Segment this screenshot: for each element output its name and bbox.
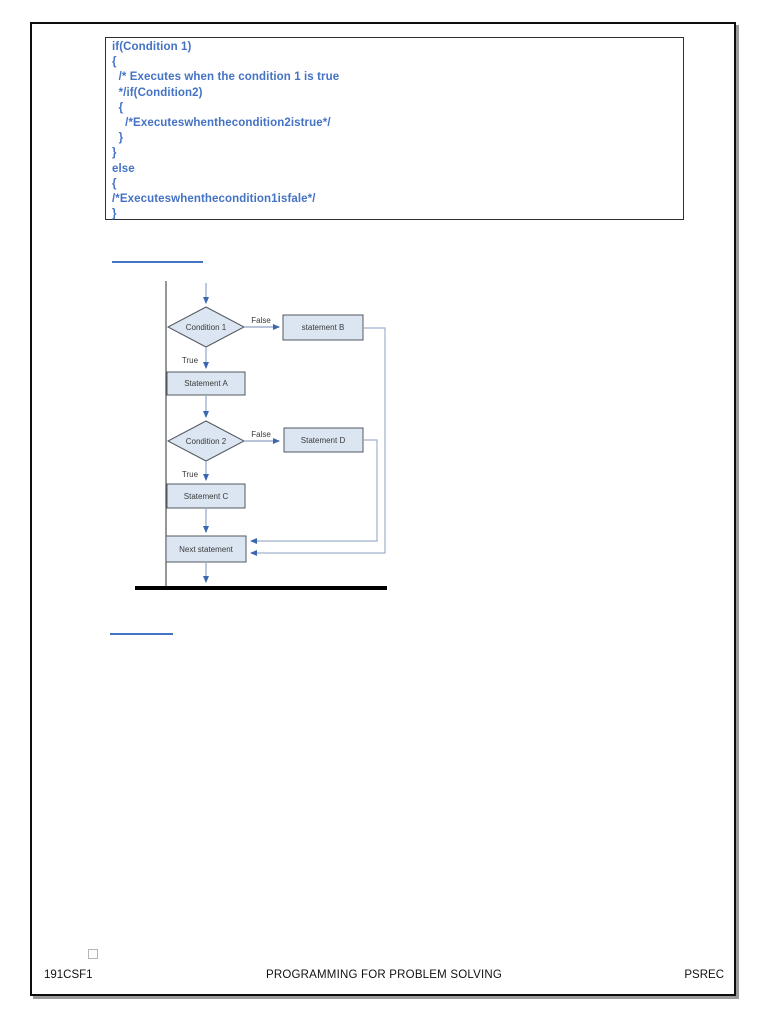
hyperlink-underline-top[interactable] — [112, 261, 203, 263]
condition1-label: Condition 1 — [186, 323, 227, 332]
true2-label: True — [182, 470, 199, 479]
statement-d-label: Statement D — [301, 436, 346, 445]
footer-course-title: PROGRAMMING FOR PROBLEM SOLVING — [265, 969, 502, 981]
hyperlink-underline-bottom[interactable] — [110, 633, 173, 635]
next-statement-label: Next statement — [179, 545, 234, 554]
page-border — [30, 22, 736, 996]
next-statement-box — [165, 535, 247, 563]
statement-d-merge-connector — [250, 439, 378, 544]
nested-if-flowchart: Condition 1 False statement B True State… — [135, 281, 387, 590]
statement-b-label: statement B — [302, 323, 345, 332]
empty-checkbox-icon — [88, 949, 98, 959]
true1-label: True — [182, 356, 199, 365]
condition2-label: Condition 2 — [186, 437, 227, 446]
footer-institution: PSREC — [684, 969, 724, 981]
code-block-text: if(Condition 1) { /* Executes when the c… — [112, 41, 340, 221]
statement-c-box — [166, 483, 246, 509]
statement-a-label: Statement A — [184, 379, 228, 388]
false2-label: False — [251, 430, 271, 439]
statement-b-merge-connector — [250, 327, 386, 556]
statement-c-label: Statement C — [184, 492, 229, 501]
statement-b-box — [282, 314, 364, 341]
false1-label: False — [251, 316, 271, 325]
code-block-frame: if(Condition 1) { /* Executes when the c… — [105, 37, 684, 220]
page-footer: 191CSF1 PROGRAMMING FOR PROBLEM SOLVING … — [44, 969, 724, 985]
footer-course-code: 191CSF1 — [44, 969, 93, 981]
